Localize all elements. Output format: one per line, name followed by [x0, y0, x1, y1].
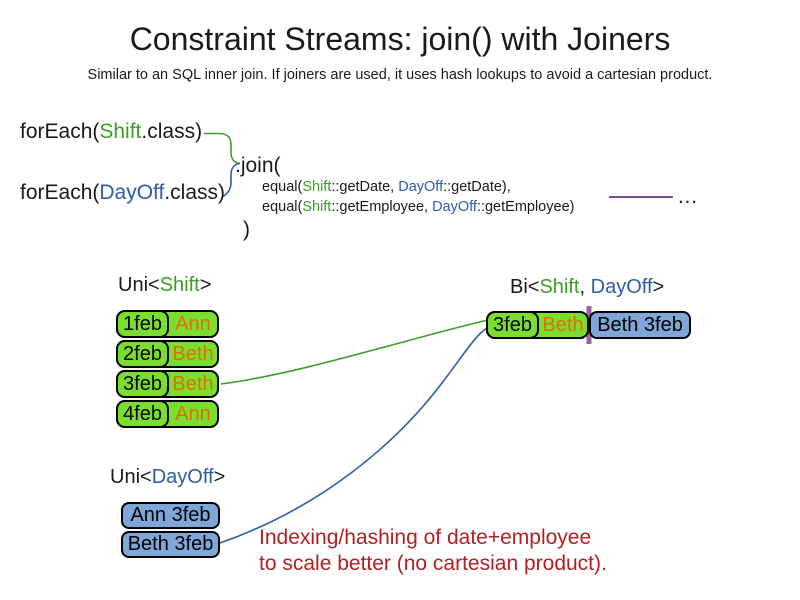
shift-to-bi-curve	[220, 318, 493, 385]
shift-employee-cell: Ann	[175, 402, 211, 425]
code-foreach-shift: forEach(Shift.class)	[20, 120, 202, 144]
shift-row: 1feb Ann	[116, 310, 219, 338]
slide-subtitle: Similar to an SQL inner join. If joiners…	[87, 67, 713, 83]
more-joiners-rule	[609, 196, 673, 198]
shift-employee-cell: Beth	[542, 313, 584, 336]
label-text: Uni<	[118, 274, 160, 296]
code-text: ::getEmployee,	[331, 199, 433, 215]
shift-employee-cell: Ann	[175, 312, 211, 335]
shift-class-token: Shift	[99, 120, 142, 143]
code-join-close: )	[243, 218, 250, 241]
code-text: ::getDate),	[443, 179, 511, 195]
code-text: .class)	[141, 120, 203, 143]
uni-dayoff-label: Uni<DayOff>	[110, 466, 225, 489]
code-foreach-dayoff: forEach(DayOff.class)	[20, 181, 225, 205]
dayoff-row: Ann 3feb	[121, 502, 220, 529]
label-text: Uni<	[110, 466, 152, 488]
dayoff-class-token: DayOff	[151, 466, 214, 488]
caption-line: to scale better (no cartesian product).	[259, 552, 607, 575]
bi-label: Bi<Shift, DayOff>	[510, 276, 664, 299]
dayoff-row: Beth 3feb	[121, 531, 220, 558]
code-text: equal(	[262, 179, 303, 195]
label-text: >	[213, 466, 226, 488]
code-joiner-employee: equal(Shift::getEmployee, DayOff::getEmp…	[262, 199, 574, 216]
shift-date-cell: 4feb	[116, 400, 169, 428]
code-text: forEach(	[20, 120, 100, 143]
indexing-caption: Indexing/hashing of date+employee to sca…	[259, 525, 607, 577]
shift-employee-cell: Beth	[172, 342, 214, 365]
label-text: Bi<	[510, 276, 540, 298]
shift-class-token: Shift	[539, 276, 580, 298]
code-text: ::getEmployee)	[476, 199, 575, 215]
shift-date-cell: 1feb	[116, 310, 169, 338]
shift-class-token: Shift	[159, 274, 200, 296]
shift-date-cell: 3feb	[486, 311, 539, 339]
uni-shift-label: Uni<Shift>	[118, 274, 211, 297]
label-text: >	[199, 274, 212, 296]
brace-dayoff-arm	[222, 162, 241, 198]
dayoff-class-token: DayOff	[432, 199, 477, 215]
label-text: >	[652, 276, 665, 298]
code-join-open: .join(	[235, 154, 281, 177]
caption-line: Indexing/hashing of date+employee	[259, 526, 592, 549]
dayoff-class-token: DayOff	[590, 276, 653, 298]
code-text: .class)	[164, 181, 226, 204]
code-text: equal(	[262, 199, 303, 215]
more-joiners-ellipsis: …	[677, 185, 698, 208]
shift-class-token: Shift	[302, 199, 332, 215]
shift-employee-cell: Beth	[172, 372, 214, 395]
bi-dayoff-fact: Beth 3feb	[589, 311, 691, 339]
label-text: ,	[579, 276, 591, 298]
shift-date-cell: 3feb	[116, 370, 169, 398]
slide-title: Constraint Streams: join() with Joiners	[129, 21, 671, 57]
shift-date-cell: 2feb	[116, 340, 169, 368]
code-text: forEach(	[20, 181, 100, 204]
brace-shift-arm	[204, 132, 241, 165]
dayoff-class-token: DayOff	[398, 179, 444, 195]
shift-class-token: Shift	[302, 179, 332, 195]
dayoff-to-bi-curve	[219, 324, 493, 544]
dayoff-class-token: DayOff	[99, 181, 165, 204]
shift-row: 4feb Ann	[116, 400, 219, 428]
code-joiner-date: equal(Shift::getDate, DayOff::getDate),	[262, 179, 511, 196]
code-text: ::getDate,	[331, 179, 399, 195]
